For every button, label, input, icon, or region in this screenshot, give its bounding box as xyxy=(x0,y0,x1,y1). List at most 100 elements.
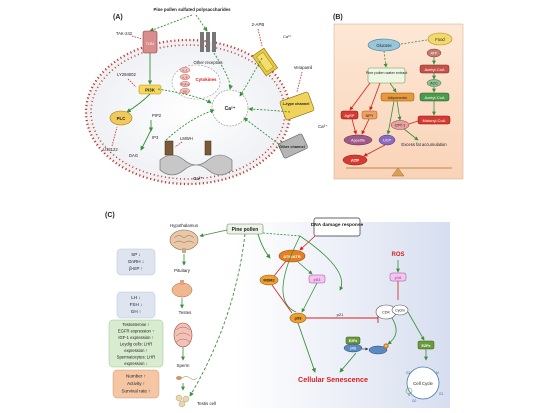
panel-c: (C) Hypothalamus Pine pollen DNA damage … xyxy=(105,212,450,408)
receptor-bar-3 xyxy=(212,32,216,52)
lmwh-inhibit xyxy=(174,141,183,148)
box-sperm xyxy=(112,369,160,399)
pi3k-to-plc-arrow xyxy=(126,93,151,113)
dna-damage-text: DNA damage response xyxy=(311,222,364,228)
phase-g0-label: G0 xyxy=(412,399,416,403)
box-neuro-line-2: GnRH ↓ xyxy=(128,259,144,264)
no-label: NO xyxy=(183,89,188,93)
npy-to-appetite-arrow xyxy=(361,118,370,135)
malonyl-label: Malonyl-CoA xyxy=(423,118,446,123)
panel-b: (B) Glucose Food ATP Acetyl-CoA ACC Acet… xyxy=(333,14,464,180)
cell-cycle-circle xyxy=(406,366,440,400)
ltype-label: L-type channel xyxy=(283,102,310,106)
plc-label: PLC xyxy=(117,116,127,121)
acc-node xyxy=(426,79,442,87)
cyclin-to-e2fs-arrow xyxy=(407,311,425,341)
apb-inhibit xyxy=(257,28,263,47)
other-channel-label: Other channel xyxy=(279,145,305,149)
dna-damage-node xyxy=(313,217,361,237)
il6-bubble xyxy=(179,74,191,80)
atm-atr-node xyxy=(278,249,306,263)
pine-pollen-label: Pine pollen xyxy=(232,227,259,233)
ligand-to-tlr4-arrow xyxy=(149,14,193,32)
box-sperm-line-3: Survival rate ↑ xyxy=(121,389,150,394)
il1-bubble xyxy=(179,67,191,73)
other-receptors-label: Other receptors xyxy=(193,60,222,65)
dna-to-p21-arrow xyxy=(299,235,344,291)
pi3k-label: PI3K xyxy=(145,88,156,93)
er-channel-1 xyxy=(164,140,174,156)
extract-to-npy-arrow xyxy=(369,82,381,111)
pituitary-icon xyxy=(171,280,193,298)
il6-label: IL-6 xyxy=(182,75,188,79)
phase-m-label: M xyxy=(436,371,439,375)
senescence-label: Cellular Senescence xyxy=(298,375,368,384)
ip3-receptor-channel xyxy=(251,47,279,77)
sperm-label: Sperm xyxy=(177,363,190,368)
pituitary-label: Pituitary xyxy=(174,268,191,273)
atm-to-mdm2-inhibit xyxy=(273,260,287,277)
tnf-bubble xyxy=(179,81,191,87)
food-node xyxy=(427,32,453,46)
balance-fulcrum xyxy=(391,167,405,177)
acetyl-coa-label: Acetyl-CoA xyxy=(424,67,444,72)
cpt1-to-excess-arrow xyxy=(403,128,419,141)
box-hormones xyxy=(116,291,156,319)
box-testes-line-3: IGF-1 expression ↑ xyxy=(118,335,153,340)
brain-icon xyxy=(169,229,199,253)
testes-icon xyxy=(173,322,193,348)
glucose-to-extract-arrow xyxy=(383,50,388,68)
no-bubble xyxy=(179,88,191,94)
e2fs-to-senescence-arrow xyxy=(339,352,357,373)
ca-cyto-cluster xyxy=(211,89,249,127)
cytokines-cluster xyxy=(171,64,221,100)
hypothalamus-label: Hypothalamus xyxy=(170,223,199,228)
tak242-label: TAK-242 xyxy=(116,31,133,36)
p53-top-label: p53 xyxy=(314,277,321,282)
excess-fat-label: Excess fat accumulation xyxy=(401,142,447,147)
ucp-to-atp-arrow xyxy=(363,144,386,157)
ligand-label: Pine pollen sulfated polysaccharides xyxy=(153,7,231,12)
ca-er-label: Ca²⁺ xyxy=(193,176,202,181)
extract-text: Pine pollen water extract xyxy=(366,71,409,75)
cdk-to-prb-arrow xyxy=(387,317,397,345)
other-channel xyxy=(278,133,308,159)
er-channel-2 xyxy=(204,140,212,156)
appetite-label: Appetite xyxy=(351,139,365,143)
u73122-label: U73122 xyxy=(103,147,118,152)
panel-a: (A) Pine pollen sulfated polysaccharides… xyxy=(84,7,327,186)
box-testes-line-7: expression ↓ xyxy=(124,361,148,366)
box-testes-line-5: expression ↑ xyxy=(124,348,148,353)
p53-label: p53 xyxy=(295,316,303,321)
extract-node xyxy=(367,67,406,84)
box-sperm-line-2: Activity ↑ xyxy=(127,381,145,386)
malonyl-inhibit-cpt1 xyxy=(408,120,419,125)
box-testes-line-4: Leydig cells: LHR xyxy=(120,342,153,347)
ca-ltype-label: Ca²⁺ xyxy=(318,124,327,129)
box-hormones-line-1: LH ↓ xyxy=(131,295,140,300)
g0-loop xyxy=(405,387,413,395)
ly294002-label: LY294002 xyxy=(117,72,136,77)
receptor-bar-2 xyxy=(206,32,210,52)
mdm2-label: MDM2 xyxy=(263,279,274,283)
p21-label: p21 xyxy=(337,312,344,317)
adiponectin-to-cpt1-arrow xyxy=(396,100,402,121)
acetyl-coa2-node xyxy=(419,92,450,102)
e2fs-left-label: E2Fs xyxy=(349,339,358,343)
box-hormones-line-3: GH ↑ xyxy=(131,309,141,314)
pip2-label: PIP2 xyxy=(152,113,162,118)
prb-node xyxy=(343,343,363,353)
adiponectin-to-ucp-arrow xyxy=(386,100,395,135)
prb-phospho-node xyxy=(368,345,388,355)
cdk-label: CDK xyxy=(382,311,390,315)
tak242-inhibit xyxy=(131,35,143,40)
box-neuro xyxy=(116,248,156,276)
dna-damage-label: DNA damage response xyxy=(311,222,364,228)
phospho-mark xyxy=(383,343,389,349)
panel-c-label: (C) xyxy=(105,212,115,219)
u73122-inhibit xyxy=(111,126,118,147)
appetite-node xyxy=(343,134,373,146)
ly294002-inhibit xyxy=(127,78,137,88)
ligand-to-receptors-arrow xyxy=(195,14,208,32)
